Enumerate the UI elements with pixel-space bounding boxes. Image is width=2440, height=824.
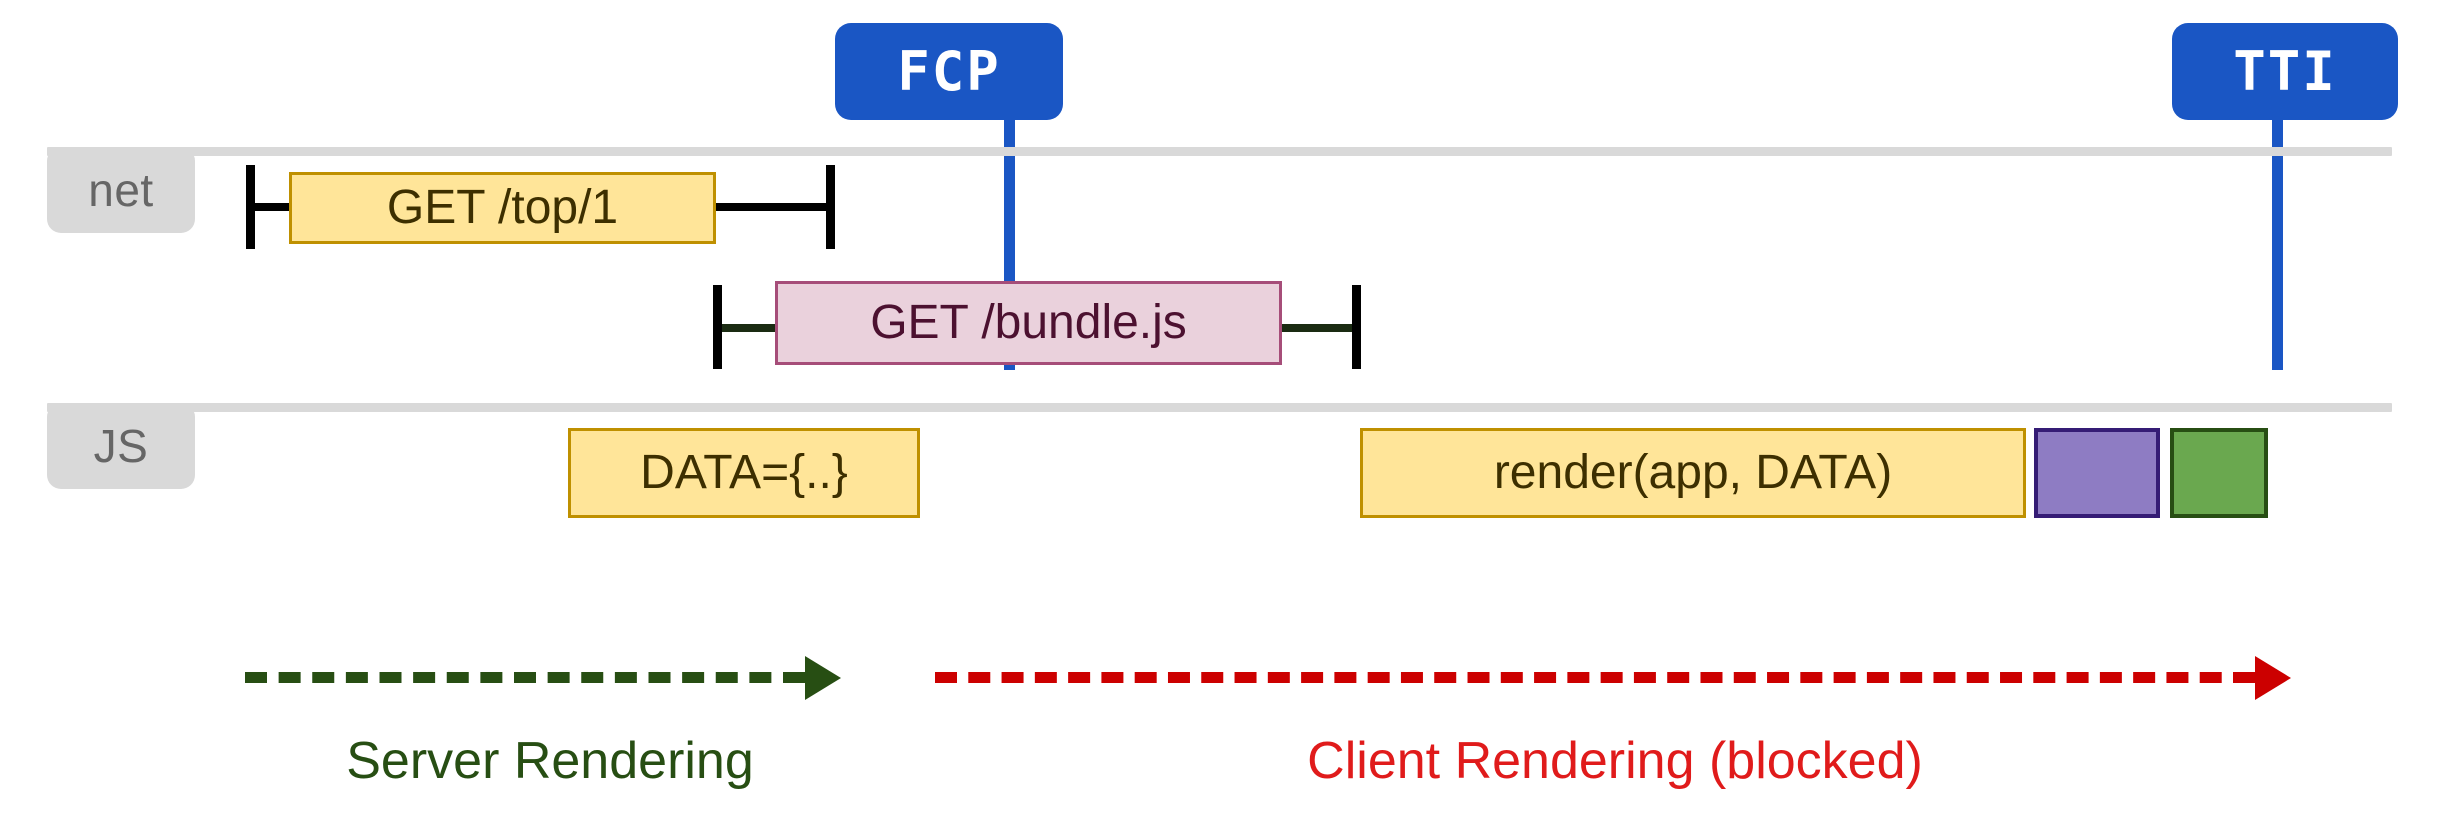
task-purple-block[interactable] bbox=[2034, 428, 2160, 518]
get-top-whisker-cap-right bbox=[826, 165, 835, 249]
fcp-marker-line bbox=[1004, 78, 1015, 370]
lane-label-net: net bbox=[47, 147, 195, 233]
fcp-marker-badge: FCP bbox=[835, 23, 1063, 120]
client-rendering-label: Client Rendering (blocked) bbox=[1307, 732, 1923, 790]
get-bundle-whisker-cap-right bbox=[1352, 285, 1361, 369]
task-get-bundle[interactable]: GET /bundle.js bbox=[775, 281, 1282, 365]
task-get-top[interactable]: GET /top/1 bbox=[289, 172, 716, 244]
get-bundle-whisker-cap-left bbox=[713, 285, 722, 369]
tti-marker-line bbox=[2272, 78, 2283, 370]
lane-label-js: JS bbox=[47, 403, 195, 489]
client-rendering-arrow-line bbox=[935, 672, 2255, 683]
lane-line-js bbox=[47, 403, 2392, 412]
server-rendering-arrow-head bbox=[805, 656, 841, 700]
server-rendering-label: Server Rendering bbox=[346, 732, 754, 790]
get-top-whisker-cap-left bbox=[246, 165, 255, 249]
tti-marker-badge: TTI bbox=[2172, 23, 2398, 120]
task-green-block[interactable] bbox=[2170, 428, 2268, 518]
task-data-assign[interactable]: DATA={..} bbox=[568, 428, 920, 518]
client-rendering-arrow-head bbox=[2255, 656, 2291, 700]
task-render-call[interactable]: render(app, DATA) bbox=[1360, 428, 2026, 518]
lane-line-net bbox=[47, 147, 2392, 156]
server-rendering-arrow-line bbox=[245, 672, 805, 683]
